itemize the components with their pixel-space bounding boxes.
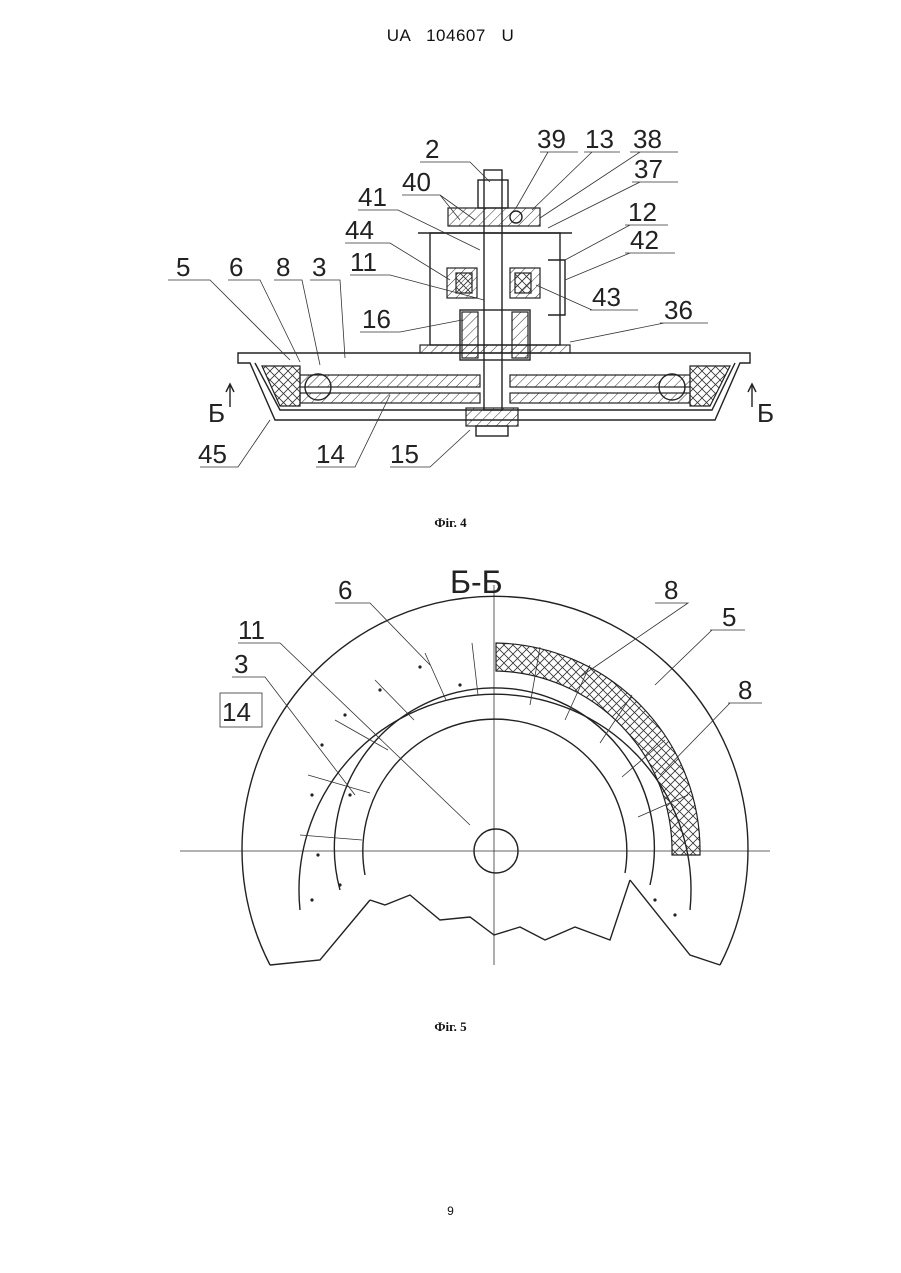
fig5-label-5: 5: [722, 602, 736, 632]
fig4-label-15: 15: [390, 439, 419, 469]
fig4-section-mark-right: Б: [757, 398, 774, 428]
fig4-label-14: 14: [316, 439, 345, 469]
fig4-label-39: 39: [537, 124, 566, 154]
fig5-label-8-right: 8: [738, 675, 752, 705]
fig4-label-44: 44: [345, 215, 374, 245]
fig4-label-6: 6: [229, 252, 243, 282]
fig4-label-8: 8: [276, 252, 290, 282]
fig5-label-11: 11: [238, 615, 265, 645]
fig4-label-16: 16: [362, 304, 391, 334]
fig4-label-5: 5: [176, 252, 190, 282]
fig5-label-6: 6: [338, 575, 352, 605]
fig5-section-title: Б-Б: [450, 564, 503, 600]
fig4-label-11: 11: [350, 247, 377, 277]
figure-4-drawing: 2 39 13 38 40 37 41 12 44 42 11 5 6 8 3 …: [0, 110, 901, 510]
fig4-section-mark-left: Б: [208, 398, 225, 428]
fig4-label-13: 13: [585, 124, 614, 154]
fig5-label-8-top: 8: [664, 575, 678, 605]
document-header: UA 104607 U: [0, 26, 901, 46]
fig4-label-12: 12: [628, 197, 657, 227]
fig4-label-38: 38: [633, 124, 662, 154]
fig5-label-14: 14: [222, 697, 251, 727]
page-number: 9: [0, 1204, 901, 1218]
figure-4-caption: Фіг. 4: [0, 515, 901, 531]
fig4-label-37: 37: [634, 154, 663, 184]
fig4-label-2: 2: [425, 134, 439, 164]
figure-5-drawing: Б-Б 6 8 11 5 3 14 8: [0, 555, 901, 1010]
fig4-label-42: 42: [630, 225, 659, 255]
fig4-label-45: 45: [198, 439, 227, 469]
fig4-label-40: 40: [402, 167, 431, 197]
fig4-label-36: 36: [664, 295, 693, 325]
figure-5-caption: Фіг. 5: [0, 1019, 901, 1035]
fig4-label-41: 41: [358, 182, 387, 212]
fig5-label-3: 3: [234, 649, 248, 679]
fig4-label-3: 3: [312, 252, 326, 282]
fig4-label-43: 43: [592, 282, 621, 312]
